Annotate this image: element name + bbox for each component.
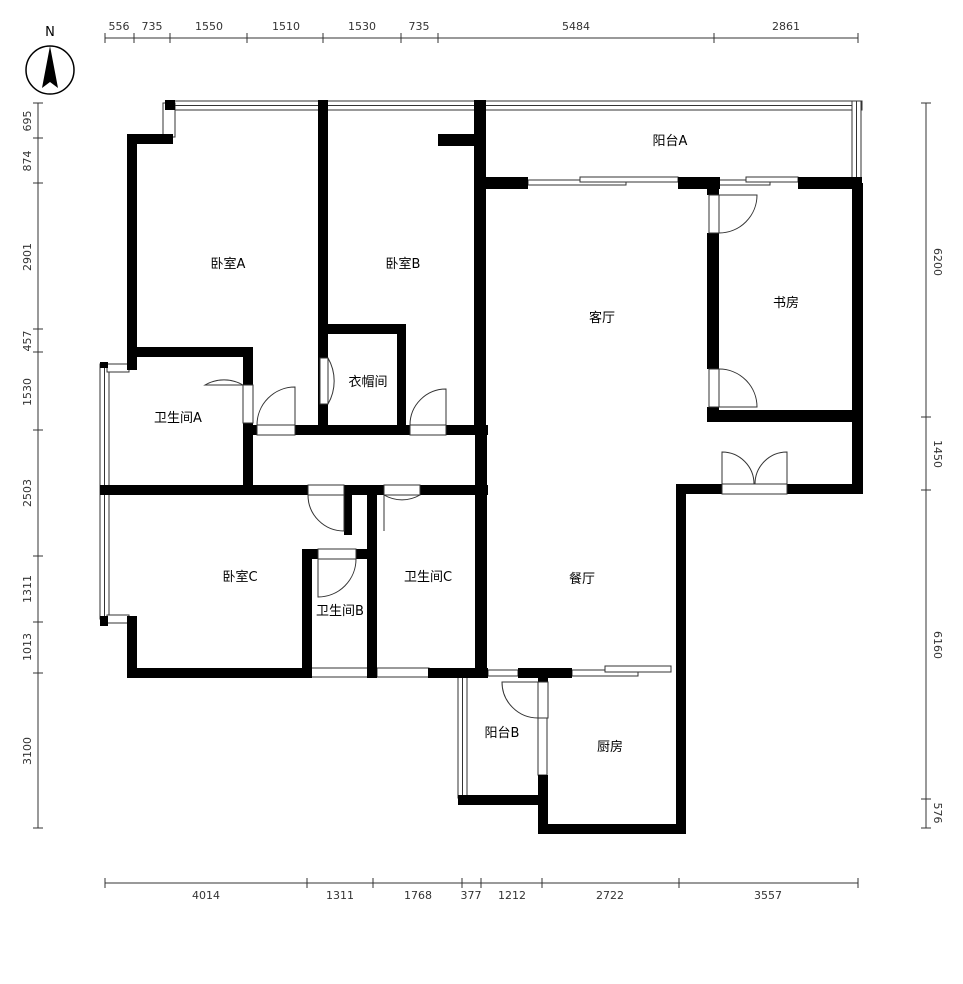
- door-double-right: [721, 451, 788, 495]
- dim-bottom-6: 2722: [596, 889, 624, 902]
- room-living: 客厅: [589, 310, 615, 326]
- dim-left-2: 874: [21, 151, 34, 172]
- dim-left-7: 1311: [21, 575, 34, 603]
- door-bathroom-c: [383, 484, 421, 531]
- door-bathroom-b: [317, 548, 357, 598]
- room-kitchen: 厨房: [597, 739, 623, 755]
- room-balcony-b: 阳台B: [485, 726, 520, 741]
- dim-left-9: 3100: [21, 737, 34, 765]
- room-bedroom-c: 卧室C: [222, 569, 257, 585]
- dim-bottom-1: 4014: [192, 889, 220, 902]
- dim-top-7: 5484: [562, 20, 590, 33]
- room-dining: 餐厅: [569, 571, 595, 587]
- room-study: 书房: [773, 295, 799, 311]
- compass: N: [25, 25, 75, 95]
- dimensions-left: 695 874 2901 457 1530 2503 1311 1013 310…: [21, 111, 34, 766]
- dim-bottom-4: 377: [461, 889, 482, 902]
- dimensions-bottom: 4014 1311 1768 377 1212 2722 3557: [192, 889, 782, 902]
- dim-right-3: 6160: [931, 631, 944, 659]
- room-labels: 卧室A 卧室B 阳台A 客厅 书房 衣帽间 卫生间A 卧室C 卫生间C 卫生间B…: [154, 134, 799, 755]
- dim-top-5: 1530: [348, 20, 376, 33]
- dim-bottom-7: 3557: [754, 889, 782, 902]
- room-bathroom-c: 卫生间C: [404, 570, 452, 585]
- dim-bottom-5: 1212: [498, 889, 526, 902]
- dim-right-1: 6200: [931, 248, 944, 276]
- door-balcony-b: [501, 681, 549, 719]
- doors: [203, 194, 788, 719]
- dim-top-3: 1550: [195, 20, 223, 33]
- walls: [100, 100, 863, 834]
- dim-top-2: 735: [142, 20, 163, 33]
- room-bathroom-a: 卫生间A: [154, 411, 202, 426]
- door-bedroom-a: [256, 386, 296, 436]
- dim-top-6: 735: [409, 20, 430, 33]
- dim-top-4: 1510: [272, 20, 300, 33]
- door-study-bottom: [708, 368, 758, 408]
- north-arrow-icon: [25, 45, 75, 95]
- dimensions-top: 556 735 1550 1510 1530 735 5484 2861: [109, 20, 801, 33]
- door-bedroom-b: [409, 388, 447, 436]
- dim-left-8: 1013: [21, 633, 34, 661]
- dimension-lines: [33, 33, 931, 888]
- room-balcony-a: 阳台A: [653, 134, 688, 149]
- dimensions-right: 6200 1450 6160 576: [931, 248, 944, 824]
- dim-left-1: 695: [21, 111, 34, 132]
- door-bathroom-a: [203, 379, 254, 424]
- dim-bottom-2: 1311: [326, 889, 354, 902]
- dim-top-1: 556: [109, 20, 130, 33]
- door-study-top: [708, 194, 758, 234]
- room-bathroom-b: 卫生间B: [316, 604, 364, 619]
- door-cloakroom: [319, 357, 335, 405]
- dim-left-6: 2503: [21, 479, 34, 507]
- dim-left-4: 457: [21, 331, 34, 352]
- dim-right-2: 1450: [931, 440, 944, 468]
- door-bedroom-c: [307, 484, 345, 532]
- dim-right-4: 576: [931, 803, 944, 824]
- room-cloakroom: 衣帽间: [348, 374, 387, 390]
- windows: [99, 100, 863, 799]
- dim-top-8: 2861: [772, 20, 800, 33]
- dim-left-5: 1530: [21, 378, 34, 406]
- room-bedroom-b: 卧室B: [386, 256, 421, 272]
- dim-bottom-3: 1768: [404, 889, 432, 902]
- compass-north-label: N: [45, 25, 55, 40]
- room-bedroom-a: 卧室A: [211, 256, 246, 272]
- dim-left-3: 2901: [21, 243, 34, 271]
